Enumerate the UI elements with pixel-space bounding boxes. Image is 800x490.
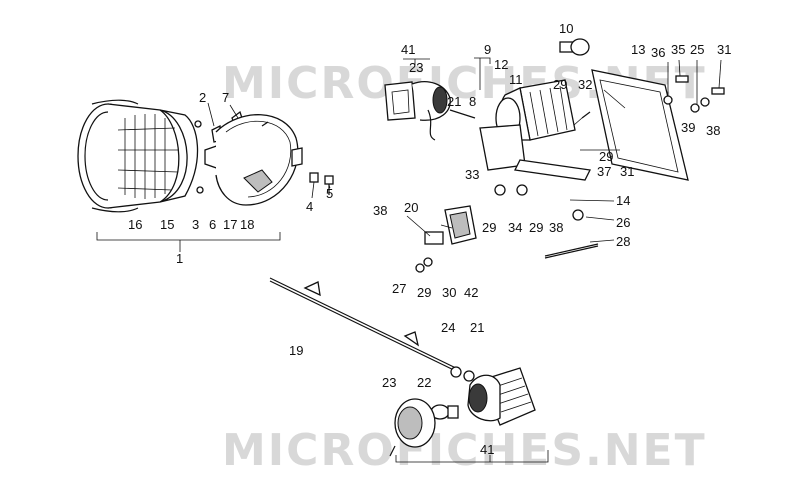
callout-7: 7	[222, 90, 230, 105]
front-turn-signal-lens	[467, 367, 536, 426]
callout-1: 1	[176, 251, 184, 266]
callout-25: 25	[690, 42, 705, 57]
callout-9: 9	[484, 42, 492, 57]
callout-41-top: 41	[401, 42, 416, 57]
callout-17: 17	[223, 217, 238, 232]
bracket-plate	[494, 159, 599, 259]
callout-15: 15	[160, 217, 175, 232]
callout-16: 16	[128, 217, 143, 232]
callout-4: 4	[306, 199, 314, 214]
callout-14: 14	[616, 193, 631, 208]
watermark-bottom: MICROFICHES.NET	[222, 425, 707, 476]
bracket-line-41-bottom	[395, 450, 549, 463]
callout-41-bottom: 41	[480, 442, 495, 457]
callout-23-top: 23	[409, 60, 424, 75]
callout-29-d: 29	[529, 220, 544, 235]
bulb-10	[559, 38, 590, 56]
plate-hardware	[580, 75, 725, 151]
callout-27: 27	[392, 281, 407, 296]
callout-29-a: 29	[553, 77, 568, 92]
turn-signal-bar-19	[269, 277, 461, 374]
callout-19: 19	[289, 343, 304, 358]
callout-23-bottom: 23	[382, 375, 397, 390]
bracket-line-1	[96, 232, 281, 252]
headlight-reflector	[159, 109, 204, 203]
bracket-line-9	[403, 57, 491, 90]
callout-32: 32	[578, 77, 593, 92]
callout-35: 35	[671, 42, 686, 57]
callout-38-right: 38	[706, 123, 721, 138]
callout-10: 10	[559, 21, 574, 36]
callout-11: 11	[509, 72, 523, 87]
license-plate-frame	[591, 69, 689, 181]
callout-13: 13	[631, 42, 646, 57]
callout-37: 37	[597, 164, 612, 179]
headlight-lens	[107, 103, 180, 209]
callout-24: 24	[441, 320, 456, 335]
nut-washer-24-21	[450, 366, 475, 382]
callout-31-bottom: 31	[620, 164, 635, 179]
callout-30: 30	[442, 285, 457, 300]
callout-29-b: 29	[599, 149, 614, 164]
callout-21-top: 21	[447, 94, 462, 109]
callout-2: 2	[199, 90, 207, 105]
callout-18: 18	[240, 217, 255, 232]
callout-29-c: 29	[482, 220, 497, 235]
headlight-shell	[215, 114, 303, 206]
callout-39: 39	[681, 120, 696, 135]
callout-12: 12	[494, 57, 509, 72]
callout-22: 22	[417, 375, 432, 390]
callout-3: 3	[192, 217, 200, 232]
callout-42: 42	[464, 285, 479, 300]
callout-31-top: 31	[717, 42, 732, 57]
callout-38-mid: 38	[549, 220, 564, 235]
left-turn-signal-top	[384, 81, 476, 141]
signal-body-23	[389, 398, 436, 457]
callout-36: 36	[651, 45, 666, 60]
leader-lines	[207, 59, 722, 243]
callout-28: 28	[616, 234, 631, 249]
callout-38-left: 38	[373, 203, 388, 218]
callout-26: 26	[616, 215, 631, 230]
callout-21-bottom: 21	[470, 320, 485, 335]
taillight-housing	[479, 79, 576, 171]
callout-8: 8	[469, 94, 477, 109]
callout-20: 20	[404, 200, 419, 215]
reflector-plate-42	[415, 205, 477, 273]
callout-33: 33	[465, 167, 480, 182]
callout-6: 6	[209, 217, 217, 232]
callout-5: 5	[326, 186, 334, 201]
callout-34: 34	[508, 220, 523, 235]
callout-29-e: 29	[417, 285, 432, 300]
